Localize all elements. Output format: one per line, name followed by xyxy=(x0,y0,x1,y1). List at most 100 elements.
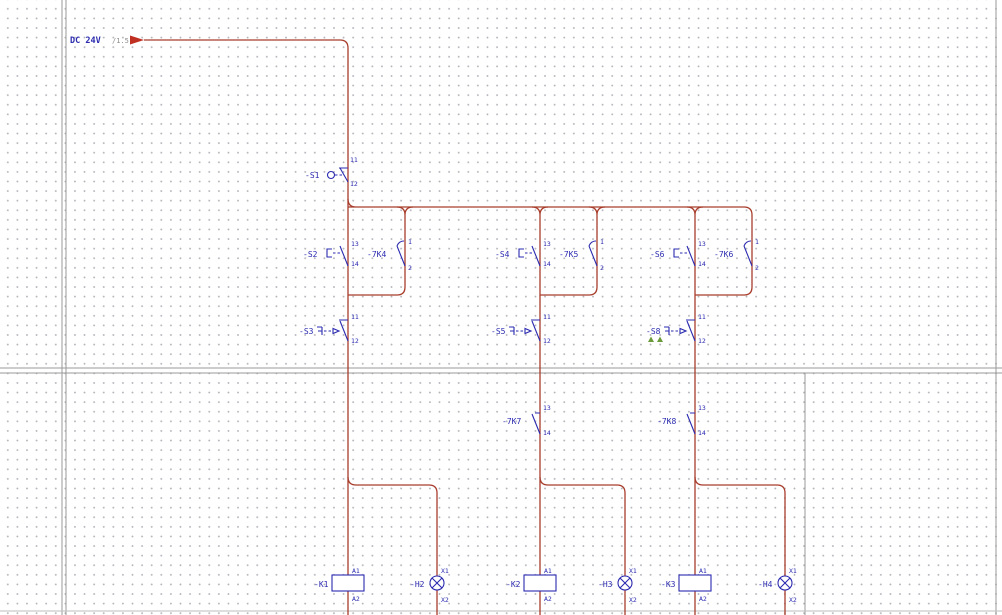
terminal-label-bottom: 12 xyxy=(698,337,706,345)
device-h4-lamp[interactable]: -H4 X1 X2 xyxy=(758,567,797,604)
switch-actuator-icon xyxy=(664,326,670,335)
terminal-label-top: A1 xyxy=(544,567,552,575)
device-label[interactable]: -K2 xyxy=(506,580,521,589)
device-k2-coil[interactable]: -K2 A1 A2 xyxy=(506,567,557,603)
terminal-label-top: 1 xyxy=(408,238,412,246)
device-k5-contact[interactable]: -7K5 1 2 xyxy=(559,238,604,272)
wire-lamp-branch-3 xyxy=(694,476,786,615)
device-label[interactable]: -7K6 xyxy=(714,250,733,259)
device-label[interactable]: -S2 xyxy=(303,250,318,259)
device-s2[interactable]: -S2 13 14 xyxy=(303,240,359,268)
wire-main-branch-2 xyxy=(531,206,549,615)
device-label[interactable]: -7K5 xyxy=(559,250,578,259)
device-s5[interactable]: -S5 11 12 xyxy=(491,313,551,345)
terminal-label-top: 13 xyxy=(698,404,706,412)
device-k8-contact[interactable]: -7K8 13 14 xyxy=(657,404,706,437)
terminal-label-top: 1 xyxy=(755,238,759,246)
terminal-label-top: 11 xyxy=(351,313,359,321)
terminal-label-bottom: X2 xyxy=(441,596,449,604)
device-label[interactable]: -S1 xyxy=(305,171,320,180)
no-contact-icon xyxy=(686,245,696,267)
actuation-arrow-icon xyxy=(332,327,341,335)
device-h2-lamp[interactable]: -H2 X1 X2 xyxy=(410,567,449,604)
actuation-arrow-icon xyxy=(524,327,533,335)
terminal-label-top: X1 xyxy=(441,567,449,575)
device-label[interactable]: -H4 xyxy=(758,580,773,589)
device-s3[interactable]: -S3 11 12 xyxy=(299,313,359,345)
wire-k5-parallel xyxy=(540,206,606,296)
supply-label[interactable]: DC 24V xyxy=(70,36,101,46)
terminal-label-bottom: A2 xyxy=(352,595,360,603)
terminal-label-bottom: 2 xyxy=(755,264,759,272)
device-label[interactable]: -S8 xyxy=(646,327,661,336)
terminal-label-bottom: X2 xyxy=(789,596,797,604)
device-h3-lamp[interactable]: -H3 X1 X2 xyxy=(598,567,637,604)
wire-top-rail xyxy=(347,198,753,296)
terminal-label-bottom: 14 xyxy=(351,260,359,268)
check-mark-icon xyxy=(657,336,663,342)
device-s8[interactable]: -S8 11 12 xyxy=(646,313,706,345)
device-label[interactable]: -S6 xyxy=(650,250,665,259)
device-label[interactable]: -K3 xyxy=(661,580,676,589)
terminal-label-top: 1 xyxy=(600,238,604,246)
device-label[interactable]: -S5 xyxy=(491,327,506,336)
device-label[interactable]: -H3 xyxy=(598,580,613,589)
terminal-label-top: 13 xyxy=(351,240,359,248)
switch-actuator-icon xyxy=(509,326,515,335)
actuation-arrow-icon xyxy=(679,327,688,335)
terminal-label-top: 11 xyxy=(698,313,706,321)
switch-actuator-icon xyxy=(317,326,323,335)
coil-icon xyxy=(523,574,557,592)
device-label[interactable]: -7K4 xyxy=(367,250,386,259)
terminal-label-top: 13 xyxy=(543,240,551,248)
no-contact-icon xyxy=(339,245,349,267)
wire-main-branch-3 xyxy=(686,206,704,615)
terminal-label-top: X1 xyxy=(629,567,637,575)
terminal-label-top: 11 xyxy=(350,156,358,164)
terminal-label-top: A1 xyxy=(352,567,360,575)
device-label[interactable]: -H2 xyxy=(410,580,425,589)
pushbutton-actuator-icon xyxy=(673,248,679,258)
terminal-label-top: 13 xyxy=(543,404,551,412)
wire-k4-parallel xyxy=(348,206,414,296)
device-s6[interactable]: -S6 13 14 xyxy=(650,240,706,268)
relay-contact-icon xyxy=(743,240,753,267)
pushbutton-actuator-icon xyxy=(518,248,524,258)
check-mark-icon xyxy=(648,336,654,342)
terminal-label-top: 13 xyxy=(698,240,706,248)
device-k4-contact[interactable]: -7K4 1 2 xyxy=(367,238,412,272)
terminal-label-bottom: A2 xyxy=(544,595,552,603)
relay-contact-icon xyxy=(396,240,406,267)
device-s4[interactable]: -S4 13 14 xyxy=(495,240,551,268)
device-k3-coil[interactable]: -K3 A1 A2 xyxy=(661,567,712,603)
terminal-label-top: A1 xyxy=(699,567,707,575)
device-label[interactable]: -S4 xyxy=(495,250,510,259)
lamp-cross-icon xyxy=(619,577,631,589)
pushbutton-actuator-icon xyxy=(326,248,332,258)
device-k7-contact[interactable]: -7K7 13 14 xyxy=(502,404,551,437)
terminal-label-bottom: A2 xyxy=(699,595,707,603)
device-label[interactable]: -7K8 xyxy=(657,417,676,426)
device-label[interactable]: -7K7 xyxy=(502,417,521,426)
device-s1[interactable]: -S1 11 12 xyxy=(305,156,358,188)
supply-crossref[interactable]: /1.5 xyxy=(112,37,129,45)
lamp-cross-icon xyxy=(431,577,443,589)
terminal-label-bottom: 14 xyxy=(698,260,706,268)
relay-contact-icon xyxy=(686,412,696,435)
device-label[interactable]: -S3 xyxy=(299,327,314,336)
terminal-label-bottom: 2 xyxy=(408,264,412,272)
nc-contact-icon xyxy=(339,319,349,342)
terminal-label-bottom: 2 xyxy=(600,264,604,272)
device-k6-contact[interactable]: -7K6 1 2 xyxy=(714,238,759,272)
device-label[interactable]: -K1 xyxy=(314,580,329,589)
terminal-label-top: 11 xyxy=(543,313,551,321)
no-contact-icon xyxy=(531,245,541,267)
wire-main-branch-1 xyxy=(144,39,349,615)
terminal-label-bottom: X2 xyxy=(629,596,637,604)
source-arrow-icon xyxy=(130,35,144,45)
device-k1-coil[interactable]: -K1 A1 A2 xyxy=(314,567,365,603)
relay-contact-icon xyxy=(588,240,598,267)
nc-contact-icon xyxy=(686,319,696,342)
